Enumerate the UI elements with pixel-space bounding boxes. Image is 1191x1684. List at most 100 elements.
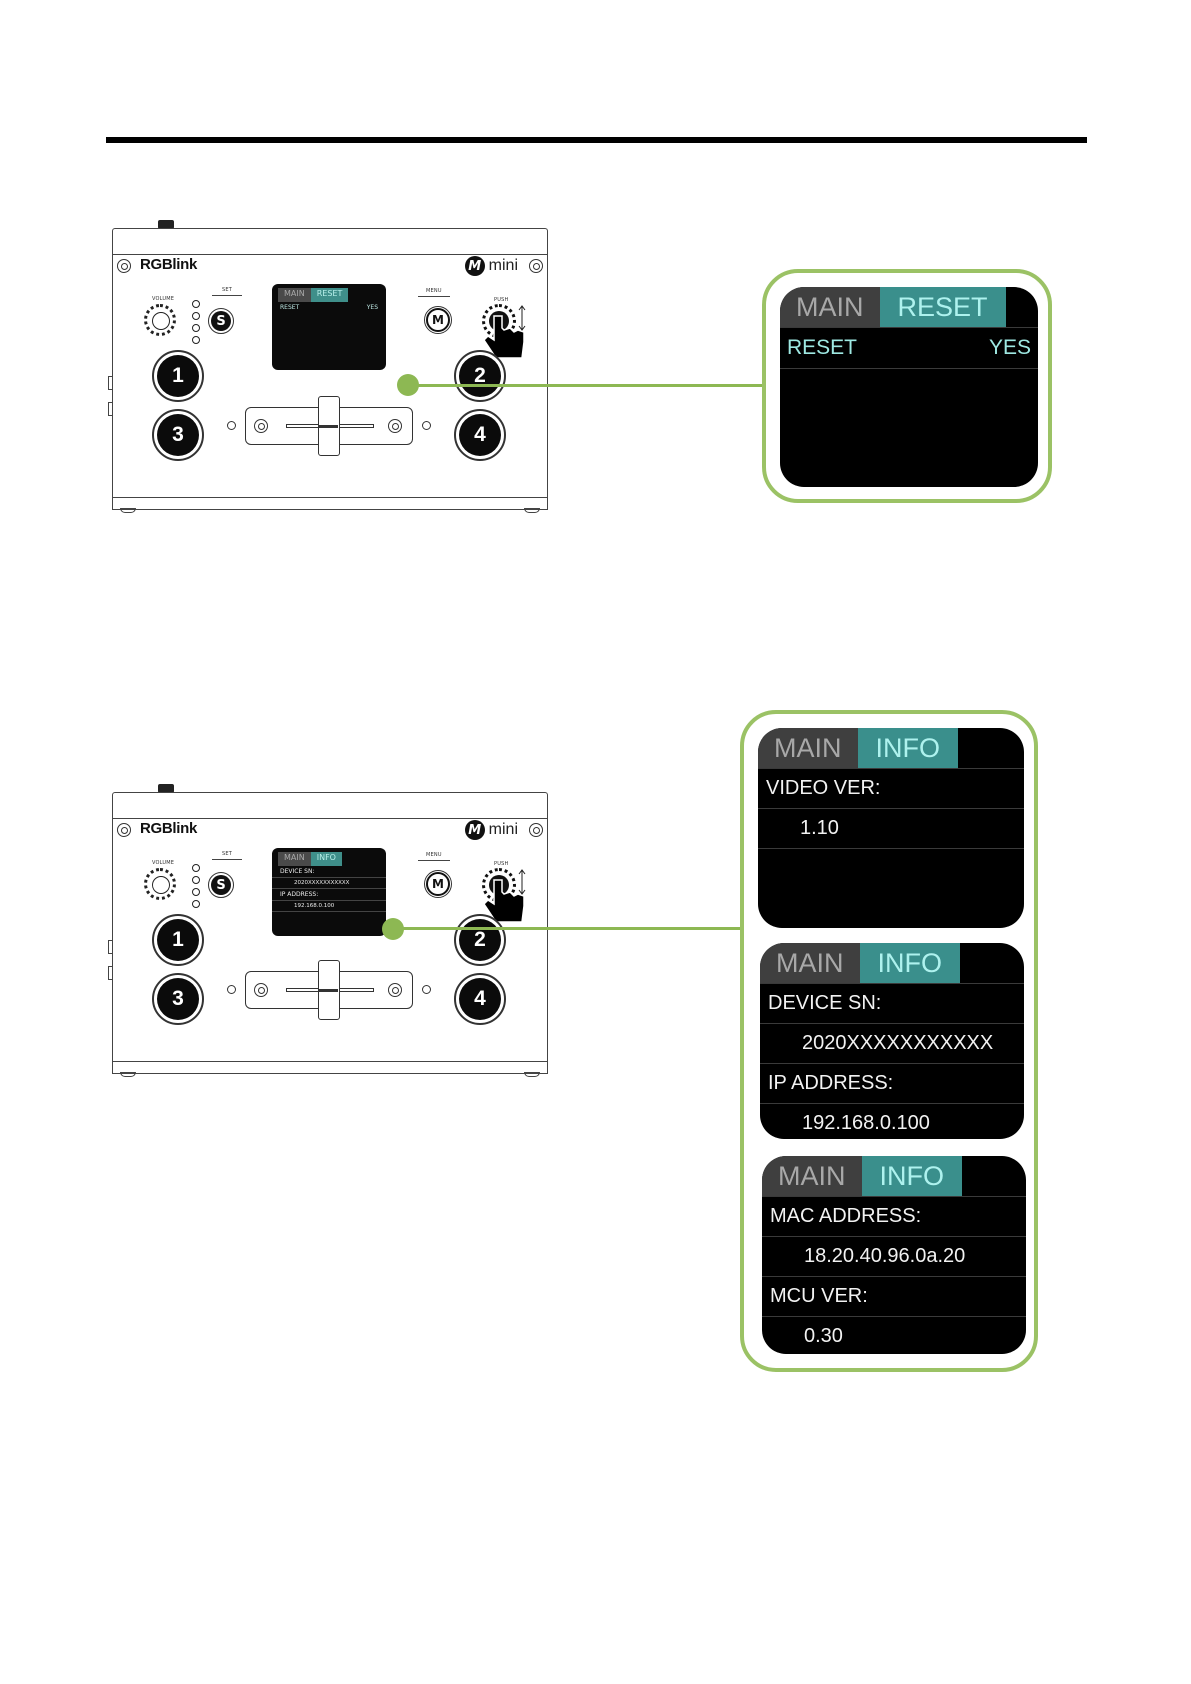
input-button-1[interactable]: 1 xyxy=(152,350,204,402)
connector-line xyxy=(406,384,764,387)
level-led xyxy=(192,900,200,908)
t-bar[interactable] xyxy=(245,396,413,456)
screen-ip-label: IP ADDRESS: xyxy=(272,889,386,901)
input-button-4-label: 4 xyxy=(459,978,501,1020)
side-port xyxy=(108,940,113,954)
side-port xyxy=(108,376,113,390)
mini-logo: M mini xyxy=(464,820,518,840)
indicator-dot xyxy=(227,985,236,994)
side-port xyxy=(108,402,113,416)
foot-right xyxy=(524,508,540,513)
screw-icon xyxy=(254,419,268,433)
volume-knob[interactable] xyxy=(144,304,176,336)
t-bar-handle[interactable] xyxy=(318,960,340,1020)
menu-button[interactable]: M xyxy=(424,870,452,898)
device-screen: MAIN INFO DEVICE SN: 2020XXXXXXXXXXX IP … xyxy=(272,848,386,936)
t-bar[interactable] xyxy=(245,960,413,1020)
mini-m-icon: M xyxy=(464,256,485,276)
tab-main: MAIN xyxy=(758,728,858,768)
screw-icon xyxy=(117,823,131,837)
input-button-2-label: 2 xyxy=(459,355,501,397)
screw-icon xyxy=(529,823,543,837)
menu-button-face: M xyxy=(426,308,450,332)
level-led xyxy=(192,336,200,344)
device-bottom-strip xyxy=(112,498,548,510)
tab-main: MAIN xyxy=(762,1156,862,1196)
input-button-1-label: 1 xyxy=(157,919,199,961)
set-button-face: S xyxy=(211,311,231,331)
tab-info: INFO xyxy=(859,943,960,983)
input-button-4[interactable]: 4 xyxy=(454,973,506,1025)
input-button-1[interactable]: 1 xyxy=(152,914,204,966)
foot-right xyxy=(524,1072,540,1077)
level-led xyxy=(192,864,200,872)
device-sn-label: DEVICE SN: xyxy=(760,984,1024,1024)
ip-address-value: 192.168.0.100 xyxy=(802,1112,930,1134)
volume-knob[interactable] xyxy=(144,868,176,900)
level-led xyxy=(192,312,200,320)
screw-icon xyxy=(117,259,131,273)
menu-label: MENU xyxy=(426,288,442,294)
set-button[interactable]: S xyxy=(208,872,234,898)
hand-pointer-icon xyxy=(483,879,525,923)
screen-ip-value: 192.168.0.100 xyxy=(272,901,386,912)
set-label: SET xyxy=(222,851,232,857)
mac-address-value: 18.20.40.96.0a.20 xyxy=(762,1237,1026,1277)
input-button-3[interactable]: 3 xyxy=(152,973,204,1025)
ip-address-label: IP ADDRESS: xyxy=(760,1064,1024,1104)
mcu-ver-label: MCU VER: xyxy=(762,1277,1026,1317)
tab-reset: RESET xyxy=(879,287,1006,327)
input-button-3-label: 3 xyxy=(157,414,199,456)
reset-value: YES xyxy=(988,336,1031,359)
screen-tab-info: INFO xyxy=(310,852,342,866)
t-bar-handle[interactable] xyxy=(318,396,340,456)
screw-icon xyxy=(254,983,268,997)
device-screen: MAIN RESET RESET YES xyxy=(272,284,386,370)
mcu-ver-value: 0.30 xyxy=(804,1325,843,1347)
level-led xyxy=(192,876,200,884)
input-button-2-label: 2 xyxy=(459,919,501,961)
input-button-3[interactable]: 3 xyxy=(152,409,204,461)
mac-address-label: MAC ADDRESS: xyxy=(762,1197,1026,1237)
info-screen-panel-2: MAIN INFO DEVICE SN: 2020XXXXXXXXXXX IP … xyxy=(760,943,1024,1139)
tab-info: INFO xyxy=(861,1156,962,1196)
volume-label: VOLUME xyxy=(152,860,175,866)
screen-reset-row: RESET YES xyxy=(272,302,386,313)
reset-row[interactable]: RESET YES xyxy=(780,328,1038,369)
top-knob xyxy=(158,784,174,793)
set-label-line xyxy=(212,295,242,296)
input-button-2[interactable]: 2 xyxy=(454,914,506,966)
indicator-dot xyxy=(422,421,431,430)
foot-left xyxy=(120,1072,136,1077)
level-led xyxy=(192,300,200,308)
indicator-dot xyxy=(227,421,236,430)
reset-screen-panel: MAIN RESET RESET YES xyxy=(780,287,1038,487)
tab-info: INFO xyxy=(857,728,958,768)
device-top-strip xyxy=(112,792,548,818)
set-button-face: S xyxy=(211,875,231,895)
top-knob xyxy=(158,220,174,229)
input-button-1-label: 1 xyxy=(157,355,199,397)
device-reset: RGBlink M mini VOLUME SET S MAIN RESET R… xyxy=(108,220,548,514)
connector-line xyxy=(392,927,742,930)
push-label: PUSH xyxy=(494,861,509,867)
push-label: PUSH xyxy=(494,297,509,303)
volume-label: VOLUME xyxy=(152,296,175,302)
video-ver-label: VIDEO VER: xyxy=(758,769,1024,809)
callout-reset: MAIN RESET RESET YES xyxy=(762,269,1052,503)
tab-main: MAIN xyxy=(780,287,880,327)
mini-m-icon: M xyxy=(464,820,485,840)
rotate-arrow-icon xyxy=(518,869,526,895)
menu-button[interactable]: M xyxy=(424,306,452,334)
screen-tab-main: MAIN xyxy=(278,852,311,866)
input-button-4[interactable]: 4 xyxy=(454,409,506,461)
level-led xyxy=(192,888,200,896)
input-button-2[interactable]: 2 xyxy=(454,350,506,402)
mini-text: mini xyxy=(488,257,518,274)
info-screen-panel-3: MAIN INFO MAC ADDRESS: 18.20.40.96.0a.20… xyxy=(762,1156,1026,1354)
set-button[interactable]: S xyxy=(208,308,234,334)
header-rule xyxy=(106,137,1087,143)
menu-label-line xyxy=(418,296,450,297)
hand-pointer-icon xyxy=(483,315,525,359)
device-top-strip xyxy=(112,228,548,254)
